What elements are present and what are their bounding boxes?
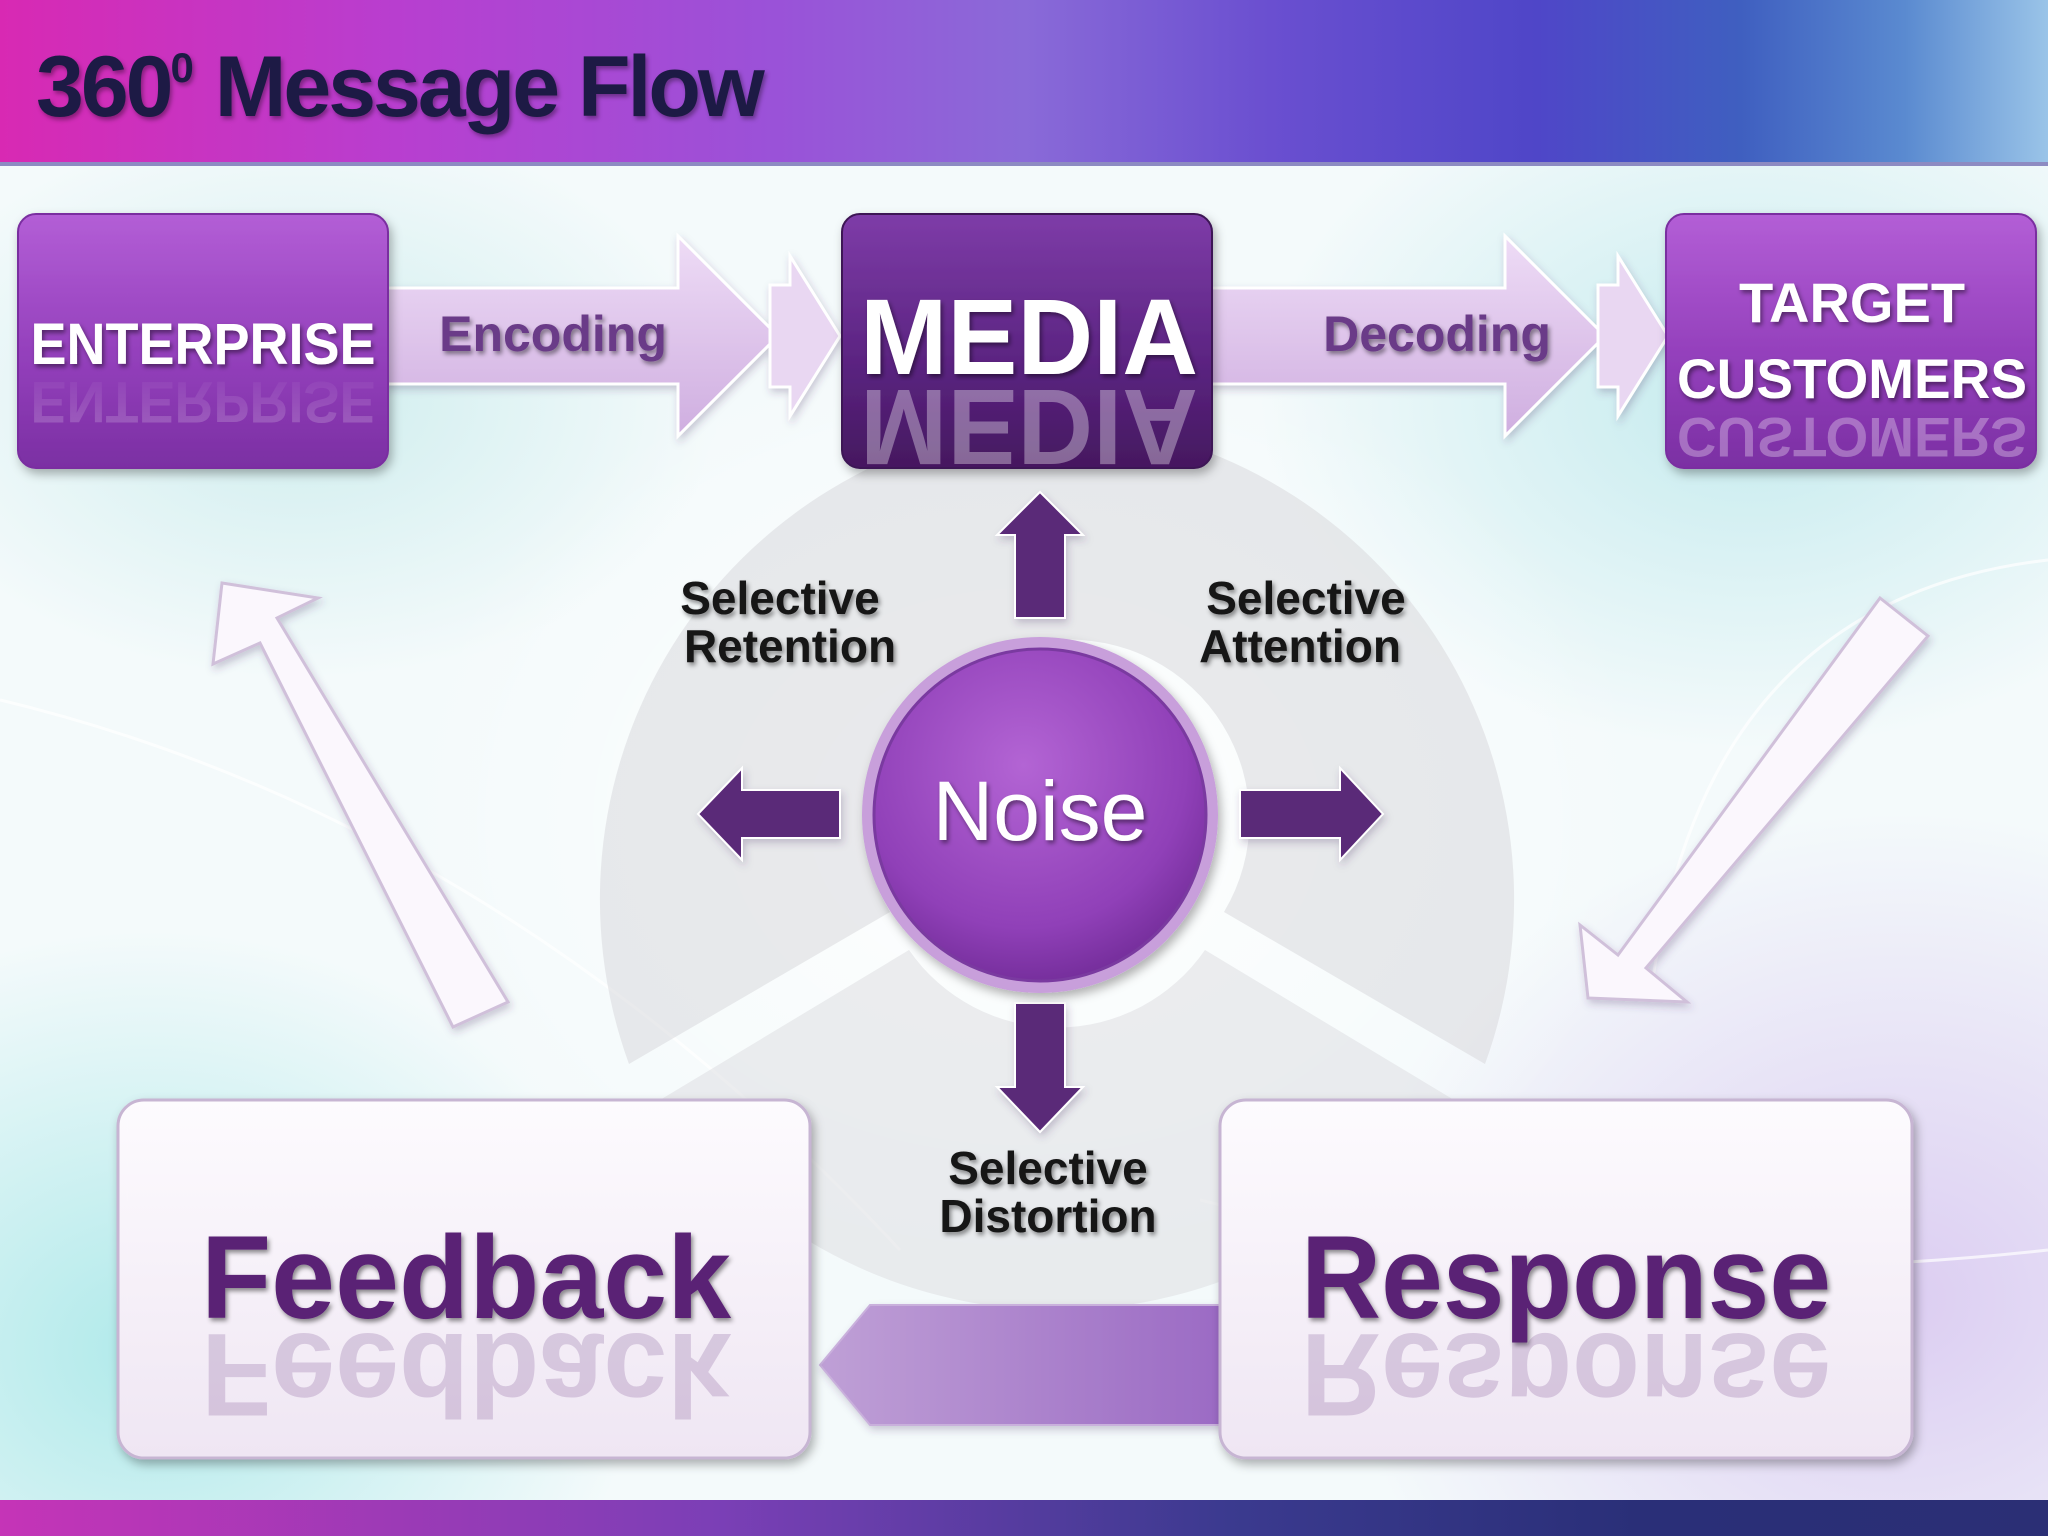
enterprise-label-reflection: ENTERPRISE [31,369,376,434]
slide-title: 3600 Message Flow [36,44,765,130]
title-bar: 3600 Message Flow [0,0,2048,166]
title-degree-superscript: 0 [170,44,194,91]
arrow-right-to-attention [1239,765,1385,863]
media-node: MEDIA MEDIA [841,213,1213,488]
noise-label: Noise [933,764,1148,858]
media-label-reflection: MEDIA [860,367,1198,488]
response-label: Response [1301,1212,1831,1344]
retention-line2: Retention [684,620,896,672]
encoding-label: Encoding [439,306,667,362]
target-label-line1: TARGET [1739,271,1965,334]
distortion-line2: Distortion [939,1190,1156,1242]
media-label: MEDIA [860,276,1198,397]
retention-line1: Selective [680,572,879,624]
distortion-line1: Selective [948,1142,1147,1194]
bottom-bar [0,1500,2048,1536]
feedback-to-enterprise-arrow [211,581,511,1029]
customers-to-response-arrow [1578,595,1931,1004]
attention-line1: Selective [1206,572,1405,624]
response-to-feedback-arrow [818,1304,1226,1426]
noise-arrows [696,490,1385,1134]
target-customers-node: TARGET CUSTOMERS CUSTOMERS [1665,213,2037,469]
decoding-arrow [1208,232,1670,440]
feedback-label: Feedback [201,1212,731,1344]
arrow-up-to-media [994,490,1086,619]
title-text: Message Flow [193,39,765,135]
title-number: 360 [36,39,173,135]
decoding-label: Decoding [1323,306,1551,362]
selective-distortion: Selective Distortion [939,1142,1156,1242]
encoding-arrow [383,232,842,440]
response-label-reflection: Response [1301,1308,1831,1440]
feedback-label-reflection: Feedback [201,1308,731,1440]
response-node: Response Response [1218,1098,1914,1460]
selective-retention: Selective Retention [680,572,896,672]
arrow-down-to-distortion [994,1002,1086,1134]
target-label-line2: CUSTOMERS [1677,347,2027,410]
enterprise-label: ENTERPRISE [31,312,376,377]
noise-node: Noise [862,637,1218,993]
feedback-node: Feedback Feedback [116,1098,812,1460]
attention-line2: Attention [1199,620,1401,672]
selective-attention: Selective Attention [1199,572,1406,672]
target-label-line2-reflection: CUSTOMERS [1677,406,2027,469]
arrow-left-to-retention [696,765,841,863]
enterprise-node: ENTERPRISE ENTERPRISE [17,213,389,469]
